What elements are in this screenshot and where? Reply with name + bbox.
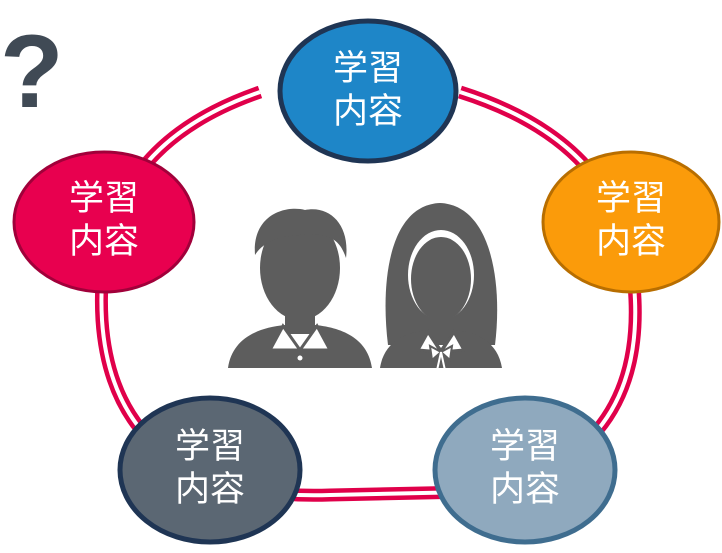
node-top-line2: 内容 — [333, 92, 403, 132]
node-left-line1: 学習 — [69, 179, 139, 219]
node-bottom-right-line2: 内容 — [490, 470, 560, 510]
node-left-line2: 内容 — [69, 222, 139, 262]
man-avatar-icon — [228, 208, 372, 368]
node-bottom-right-line1: 学習 — [490, 427, 560, 467]
node-top-line1: 学習 — [333, 49, 403, 89]
node-right-line1: 学習 — [596, 179, 666, 219]
question-mark: ? — [0, 14, 64, 130]
node-bottom-left-line1: 学習 — [175, 427, 245, 467]
woman-avatar-icon — [380, 203, 502, 376]
node-bottom-left-line2: 内容 — [175, 470, 245, 510]
node-top: 学習 内容 — [277, 18, 459, 164]
node-right-line2: 内容 — [596, 222, 666, 262]
node-left: 学習 内容 — [12, 150, 196, 294]
node-bottom-left: 学習 内容 — [117, 395, 303, 545]
node-right: 学習 内容 — [541, 150, 721, 294]
node-bottom-right: 学習 内容 — [432, 395, 618, 545]
